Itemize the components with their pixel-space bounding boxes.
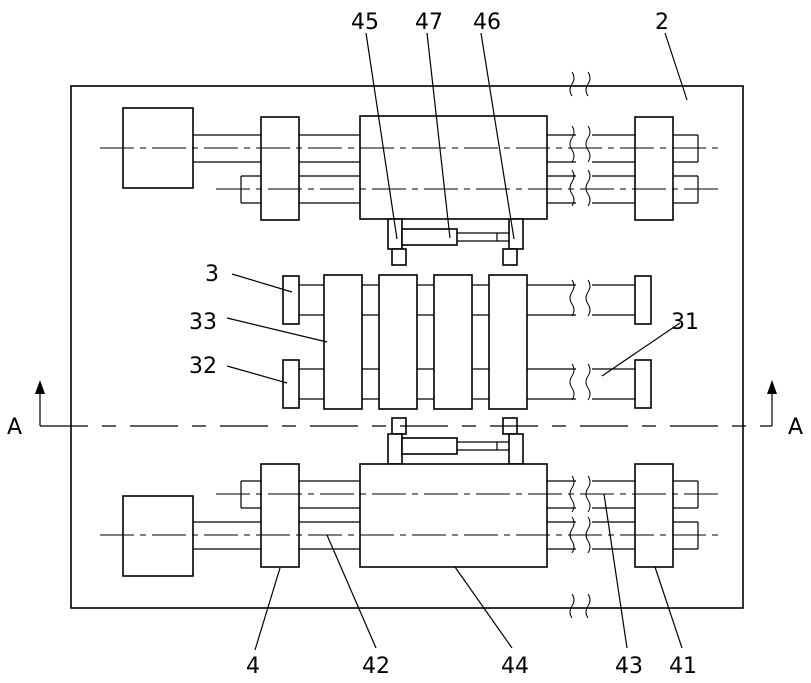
label-a-right: A (788, 415, 803, 440)
mid-plate-1 (324, 275, 362, 409)
mid-plate-4 (489, 275, 527, 409)
mid-plate-2 (379, 275, 417, 409)
label-4: 4 (246, 654, 260, 679)
bottom-cylinder-left-mount (388, 434, 402, 464)
bottom-motor (123, 496, 193, 576)
top-slider (360, 116, 547, 219)
label-a-left: A (7, 415, 22, 440)
mid-end-cap-left-bottom (283, 360, 299, 408)
middle-assembly (283, 275, 651, 409)
bottom-assembly (100, 418, 722, 576)
label-43: 43 (615, 654, 643, 679)
label-42: 42 (362, 654, 390, 679)
label-33: 33 (189, 310, 217, 335)
top-assembly (100, 108, 722, 265)
label-3: 3 (205, 262, 219, 287)
mid-end-cap-left-top (283, 276, 299, 324)
label-41: 41 (669, 654, 697, 679)
label-47: 47 (415, 10, 443, 35)
top-bearing-left (261, 117, 299, 220)
break-marks (570, 72, 590, 618)
label-45: 45 (351, 10, 379, 35)
mid-plate-3 (434, 275, 472, 409)
bottom-slider (360, 464, 547, 567)
label-44: 44 (501, 654, 529, 679)
mid-end-cap-right-bottom (635, 360, 651, 408)
top-bearing-right (635, 117, 673, 220)
bottom-bearing-left (261, 464, 299, 567)
label-32: 32 (189, 354, 217, 379)
bottom-cylinder-body (402, 438, 457, 454)
label-31: 31 (671, 310, 699, 335)
label-46: 46 (473, 10, 501, 35)
mid-end-cap-right-top (635, 276, 651, 324)
label-2: 2 (655, 10, 669, 35)
bottom-bearing-right (635, 464, 673, 567)
bottom-cylinder-right-mount (509, 434, 523, 464)
